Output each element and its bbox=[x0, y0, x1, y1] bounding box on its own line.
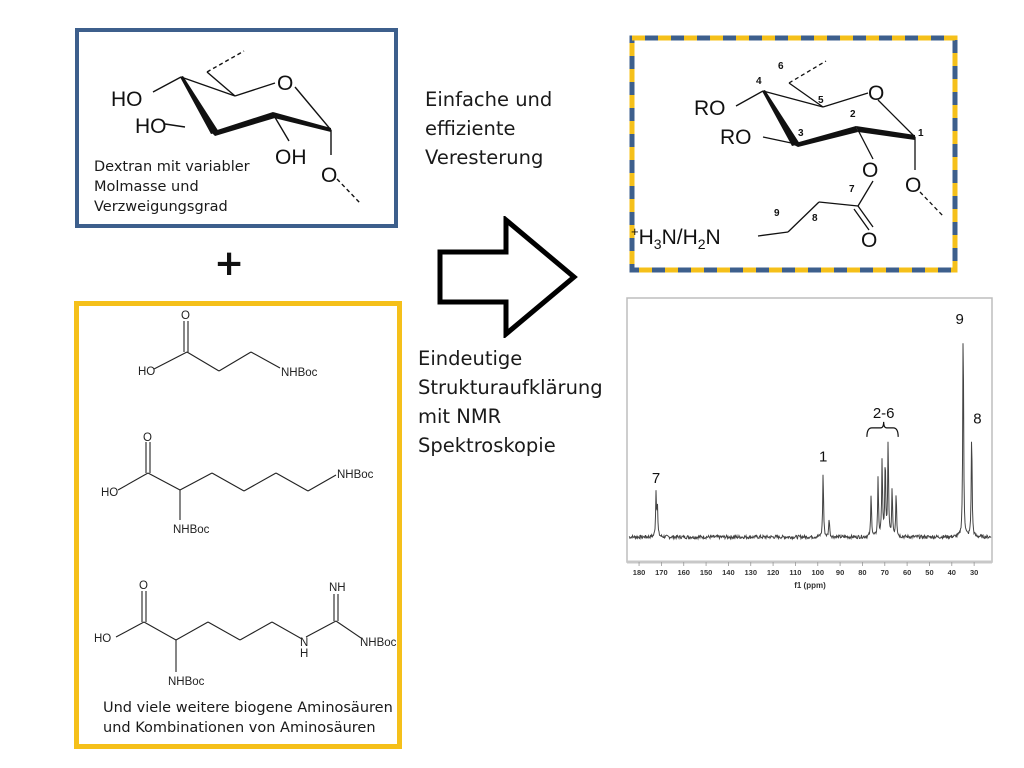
dextran-structure: HO HO OH O O bbox=[111, 50, 361, 204]
plot-frame bbox=[626, 297, 993, 563]
amino-acid-box bbox=[74, 301, 402, 749]
nhboc-label: NHBoc bbox=[173, 524, 210, 536]
caption-line: Molmasse und bbox=[94, 179, 199, 195]
atom-number-5: 5 bbox=[818, 95, 824, 106]
atom-number-8: 8 bbox=[812, 213, 818, 224]
nh-label: NH bbox=[329, 582, 346, 594]
text-line: effiziente bbox=[425, 117, 516, 140]
ho-label: HO bbox=[111, 88, 143, 111]
atom-number-4: 4 bbox=[756, 76, 762, 87]
ring-oxygen-label: O bbox=[868, 82, 884, 105]
atom-number-9: 9 bbox=[774, 208, 780, 219]
atom-number-6: 6 bbox=[778, 61, 784, 72]
x-tick-label: 100 bbox=[812, 568, 825, 577]
nhboc-label: NHBoc bbox=[281, 367, 318, 379]
atom-number-1: 1 bbox=[918, 128, 924, 139]
amine-label: +H3N/H2N bbox=[631, 224, 721, 252]
dextran-box bbox=[75, 28, 398, 228]
atom-number-2: 2 bbox=[850, 109, 856, 120]
amine-n: N bbox=[706, 226, 721, 249]
ro-label: RO bbox=[720, 126, 752, 149]
nhboc-label: NHBoc bbox=[337, 469, 374, 481]
amine-h: H bbox=[639, 226, 654, 249]
x-tick-label: 50 bbox=[925, 568, 933, 577]
amino-acid-structures: O HO NHBoc O HO NHBoc NHBoc O HO NH N H … bbox=[94, 310, 397, 688]
product-structure: RO RO O O O O +H3N/H2N 1 2 3 4 5 6 7 8 9 bbox=[629, 35, 958, 273]
peak-label: 9 bbox=[955, 311, 963, 328]
x-tick-label: 90 bbox=[836, 568, 844, 577]
ester-oxygen-label: O bbox=[862, 159, 878, 182]
caption-line: Dextran mit variabler bbox=[94, 159, 250, 175]
nhboc-label: NHBoc bbox=[168, 676, 205, 688]
wedge-bond bbox=[211, 112, 275, 136]
text-line: mit NMR bbox=[418, 405, 502, 428]
oxygen-label: O bbox=[143, 432, 152, 444]
right-arrow-outline-icon bbox=[437, 216, 578, 338]
peak-label: 7 bbox=[652, 470, 660, 487]
spectrum-line bbox=[628, 343, 992, 541]
oh-label: OH bbox=[275, 146, 307, 169]
x-tick-label: 30 bbox=[970, 568, 978, 577]
nmr-spectrum-chart: 180 170 160 150 140 130 120 110 100 90 80 70 60 50 40 3… bbox=[626, 297, 993, 590]
text-line: Spektroskopie bbox=[418, 434, 556, 457]
curly-bracket bbox=[866, 421, 899, 437]
nhboc-label: NHBoc bbox=[360, 637, 397, 649]
x-tick-label: 130 bbox=[744, 568, 757, 577]
ho-label: HO bbox=[101, 487, 118, 499]
atom-number-3: 3 bbox=[798, 128, 804, 139]
x-tick-label: 150 bbox=[700, 568, 713, 577]
peak-label: 1 bbox=[819, 448, 827, 465]
caption-line: und Kombinationen von Aminosäuren bbox=[103, 720, 376, 736]
carbonyl-oxygen-label: O bbox=[861, 229, 877, 252]
x-tick-label: 140 bbox=[722, 568, 735, 577]
x-tick-label: 80 bbox=[858, 568, 866, 577]
wedge-bond bbox=[273, 112, 331, 132]
ho-label: HO bbox=[94, 633, 111, 645]
x-tick-label: 170 bbox=[655, 568, 668, 577]
peak-label: 2-6 bbox=[873, 405, 895, 422]
x-tick-label: 60 bbox=[903, 568, 911, 577]
plus-icon: + bbox=[214, 243, 245, 284]
wedge-bond bbox=[792, 126, 858, 147]
ho-label: HO bbox=[135, 115, 167, 138]
caption-line: Verzweigungsgrad bbox=[94, 199, 228, 215]
x-tick-label: 40 bbox=[948, 568, 956, 577]
nmr-text: Eindeutige Strukturaufklärung mit NMR Sp… bbox=[418, 344, 603, 460]
peak-label: 8 bbox=[973, 411, 981, 428]
dextran-caption: Dextran mit variabler Molmasse und Verzw… bbox=[94, 157, 250, 217]
charge-plus: + bbox=[631, 224, 639, 239]
text-line: Eindeutige bbox=[418, 347, 523, 370]
subscript-2: 2 bbox=[698, 236, 706, 252]
atom-number-7: 7 bbox=[849, 184, 855, 195]
wedge-bond bbox=[762, 90, 800, 146]
wedge-bond bbox=[180, 76, 219, 134]
caption-line: Und viele weitere biogene Aminosäuren bbox=[103, 700, 393, 716]
text-line: Veresterung bbox=[425, 146, 544, 169]
oxygen-label: O bbox=[139, 580, 148, 592]
x-tick-label: 180 bbox=[633, 568, 646, 577]
h-label: H bbox=[300, 648, 308, 660]
n-label: N bbox=[300, 637, 308, 649]
ro-label: RO bbox=[694, 97, 726, 120]
wedge-bond bbox=[856, 126, 915, 140]
ring-oxygen-label: O bbox=[277, 72, 293, 95]
text-line: Einfache und bbox=[425, 88, 553, 111]
x-tick-label: 70 bbox=[881, 568, 889, 577]
glycosidic-oxygen-label: O bbox=[321, 164, 337, 187]
x-tick-label: 120 bbox=[767, 568, 780, 577]
amine-mid: N/H bbox=[662, 226, 698, 249]
amino-acid-caption: Und viele weitere biogene Aminosäuren un… bbox=[103, 698, 393, 738]
x-tick-label: 110 bbox=[789, 568, 801, 577]
subscript-3: 3 bbox=[654, 236, 662, 252]
text-line: Strukturaufklärung bbox=[418, 376, 603, 399]
glycosidic-oxygen-label: O bbox=[905, 174, 921, 197]
esterification-text: Einfache und effiziente Veresterung bbox=[425, 85, 552, 172]
ho-label: HO bbox=[138, 366, 155, 378]
oxygen-label: O bbox=[181, 310, 190, 322]
product-box-border-dash bbox=[629, 35, 958, 273]
x-axis-label: f1 (ppm) bbox=[794, 581, 826, 590]
x-tick-label: 160 bbox=[677, 568, 690, 577]
